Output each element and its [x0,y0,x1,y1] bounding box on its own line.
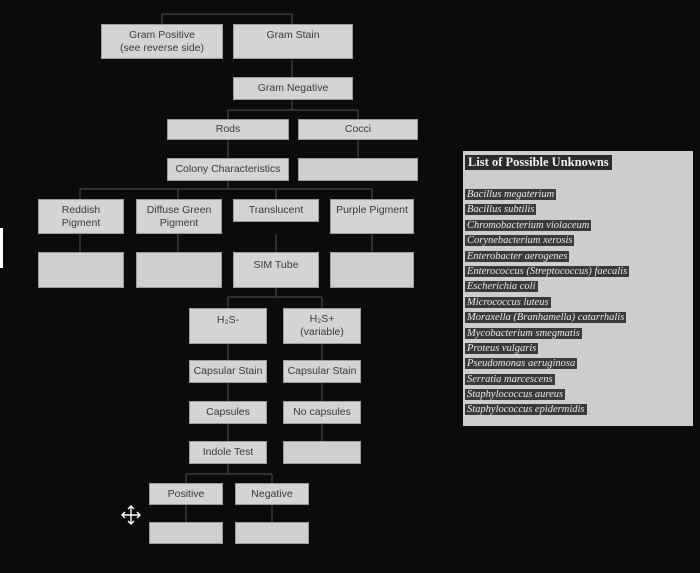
cocci-box: Cocci [298,119,418,140]
edge-marker [0,228,3,268]
no-capsules-box: No capsules [283,401,361,424]
blank-box-green [136,252,222,288]
list-item: Serratia marcescens [465,373,555,385]
list-item: Bacillus subtilis [465,204,537,216]
translucent-box: Translucent [233,199,319,222]
list-item: Pseudomonas aeruginosa [465,358,578,370]
colony-characteristics-box: Colony Characteristics [167,158,289,181]
list-item: Proteus vulgaris [465,342,539,354]
negative-box: Negative [235,483,309,505]
h2s-negative-box: H₂S- [189,308,267,344]
move-cursor-icon [120,504,142,526]
blank-box-purple [330,252,414,288]
list-item: Enterobacter aerogenes [465,250,570,262]
rods-box: Rods [167,119,289,140]
positive-box: Positive [149,483,223,505]
list-item: Mycobacterium smegmatis [465,327,582,339]
capsules-box: Capsules [189,401,267,424]
list-item: Staphylococcus epidermidis [465,404,587,416]
list-item: Escherichia coli [465,281,538,293]
gram-negative-box: Gram Negative [233,77,353,100]
unknowns-panel: List of Possible Unknowns Bacillus megat… [463,151,693,426]
gram-stain-box: Gram Stain [233,24,353,59]
capsular-stain-right-box: Capsular Stain [283,360,361,383]
sim-tube-box: SIM Tube [233,252,319,288]
h2s-positive-box: H₂S+ (variable) [283,308,361,344]
list-item: Micrococcus luteus [465,296,551,308]
unknowns-title: List of Possible Unknowns [465,155,612,170]
list-item: Corynebacterium xerosis [465,235,575,247]
blank-box-cocci [298,158,418,181]
diffuse-green-pigment-box: Diffuse Green Pigment [136,199,222,234]
blank-box-no-capsules [283,441,361,464]
blank-box-positive [149,522,223,544]
list-item: Moraxella (Branhamella) catarrhalis [465,312,627,324]
unknowns-list: Bacillus megaterium Bacillus subtilis Ch… [465,187,691,418]
blank-box-reddish [38,252,124,288]
gram-positive-box: Gram Positive (see reverse side) [101,24,223,59]
list-item: Chromobacterium violaceum [465,219,592,231]
list-item: Bacillus megaterium [465,189,557,200]
blank-box-negative [235,522,309,544]
capsular-stain-left-box: Capsular Stain [189,360,267,383]
purple-pigment-box: Purple Pigment [330,199,414,234]
list-item: Staphylococcus aureus [465,389,566,401]
reddish-pigment-box: Reddish Pigment [38,199,124,234]
indole-test-box: Indole Test [189,441,267,464]
list-item: Enterococcus (Streptococcus) faecalis [465,265,630,277]
